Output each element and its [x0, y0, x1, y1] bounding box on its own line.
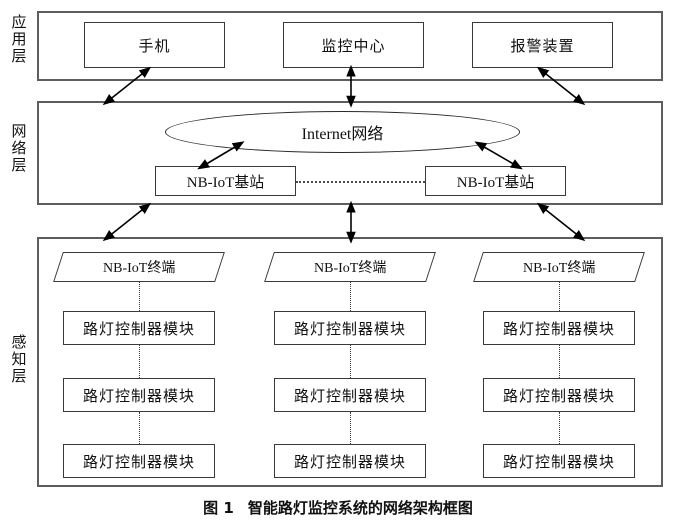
nbiot-terminal-col1[interactable]: NB-IoT终端 [53, 252, 225, 282]
layer-label-network: 网 络 层 [11, 122, 27, 174]
module-link-c2-r1 [350, 345, 351, 378]
streetlight-controller-c1-r2[interactable]: 路灯控制器模块 [63, 378, 215, 412]
streetlight-controller-c2-r3[interactable]: 路灯控制器模块 [274, 444, 426, 478]
streetlight-controller-c1-r1[interactable]: 路灯控制器模块 [63, 311, 215, 345]
streetlight-controller-c1-r3[interactable]: 路灯控制器模块 [63, 444, 215, 478]
nbiot-base-station-left[interactable]: NB-IoT基站 [155, 166, 296, 196]
layer-label-application: 应 用 层 [11, 13, 27, 65]
node-mobile-phone[interactable]: 手机 [84, 22, 225, 68]
module-link-c3-r2 [559, 412, 560, 444]
layer-label-perception: 感 知 层 [11, 333, 27, 385]
streetlight-controller-c3-r3[interactable]: 路灯控制器模块 [483, 444, 635, 478]
nbiot-terminal-col2[interactable]: NB-IoT终端 [264, 252, 436, 282]
streetlight-controller-c2-r1[interactable]: 路灯控制器模块 [274, 311, 426, 345]
node-monitoring-center[interactable]: 监控中心 [283, 22, 424, 68]
module-link-c1-r1 [139, 345, 140, 378]
terminal-link-col2 [350, 282, 351, 311]
figure-caption-title: 智能路灯监控系统的网络架构框图 [247, 499, 473, 517]
module-link-c2-r2 [350, 412, 351, 444]
streetlight-controller-c2-r2[interactable]: 路灯控制器模块 [274, 378, 426, 412]
nbiot-base-station-right[interactable]: NB-IoT基站 [425, 166, 566, 196]
streetlight-controller-c3-r2[interactable]: 路灯控制器模块 [483, 378, 635, 412]
nbiot-terminal-col3-label: NB-IoT终端 [522, 261, 596, 276]
terminal-link-col1 [139, 282, 140, 311]
terminal-link-col3 [559, 282, 560, 311]
nbiot-terminal-col2-label: NB-IoT终端 [313, 261, 387, 276]
nbiot-terminal-col3[interactable]: NB-IoT终端 [473, 252, 645, 282]
nbiot-terminal-col1-label: NB-IoT终端 [102, 261, 176, 276]
module-link-c1-r2 [139, 412, 140, 444]
node-alarm-device[interactable]: 报警装置 [472, 22, 613, 68]
internet-cloud[interactable]: Internet网络 [165, 111, 520, 153]
figure-caption: 图 1 智能路灯监控系统的网络架构框图 [0, 497, 676, 518]
streetlight-controller-c3-r1[interactable]: 路灯控制器模块 [483, 311, 635, 345]
module-link-c3-r1 [559, 345, 560, 378]
base-station-link-dotted [296, 181, 425, 183]
figure-caption-number: 图 1 [203, 499, 234, 517]
